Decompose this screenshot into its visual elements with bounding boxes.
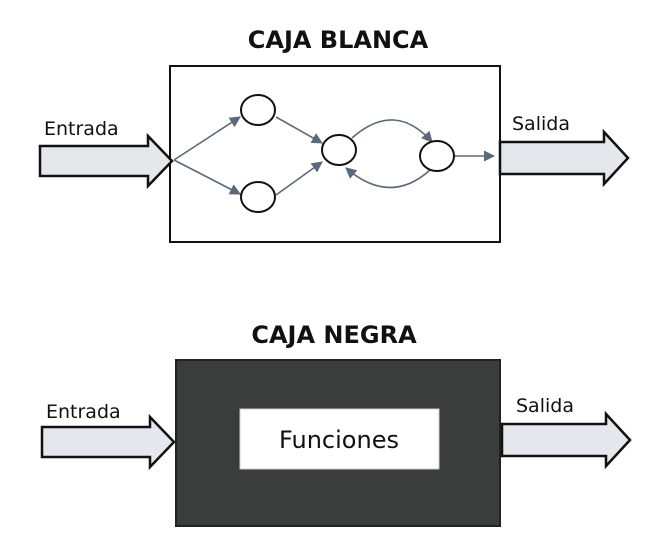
edge-entry-to-bottom-node	[173, 159, 241, 195]
black-box-section: CAJA NEGRA Funciones Entrada Salida	[40, 321, 632, 527]
graph-node-top	[240, 94, 276, 126]
functions-panel	[239, 408, 440, 470]
white-box-section: CAJA BLANCA Entrada Salida	[38, 26, 630, 243]
black-box-output-arrow	[500, 410, 632, 470]
black-box-input-label: Entrada	[46, 401, 121, 423]
edge-bottom-to-middle-node	[275, 161, 323, 196]
edge-entry-to-top-node	[173, 116, 241, 161]
black-box-output-label: Salida	[516, 395, 574, 417]
white-box-input-arrow	[38, 132, 174, 190]
white-box-title: CAJA BLANCA	[248, 26, 429, 54]
white-box-output-label: Salida	[512, 113, 570, 135]
edge-top-to-middle-node	[275, 116, 323, 144]
functions-label: Funciones	[279, 426, 399, 454]
black-box-title: CAJA NEGRA	[251, 321, 417, 349]
white-box-input-label: Entrada	[44, 118, 119, 140]
graph-node-middle	[321, 134, 357, 166]
graph-node-right	[419, 140, 455, 172]
white-box-graph-edges	[173, 116, 496, 196]
edge-middle-to-right-node-upper	[351, 119, 433, 143]
white-box-output-arrow	[498, 128, 630, 188]
edge-right-to-middle-node-lower	[345, 167, 431, 189]
graph-node-bottom	[240, 181, 276, 213]
black-box-input-arrow	[40, 413, 176, 471]
